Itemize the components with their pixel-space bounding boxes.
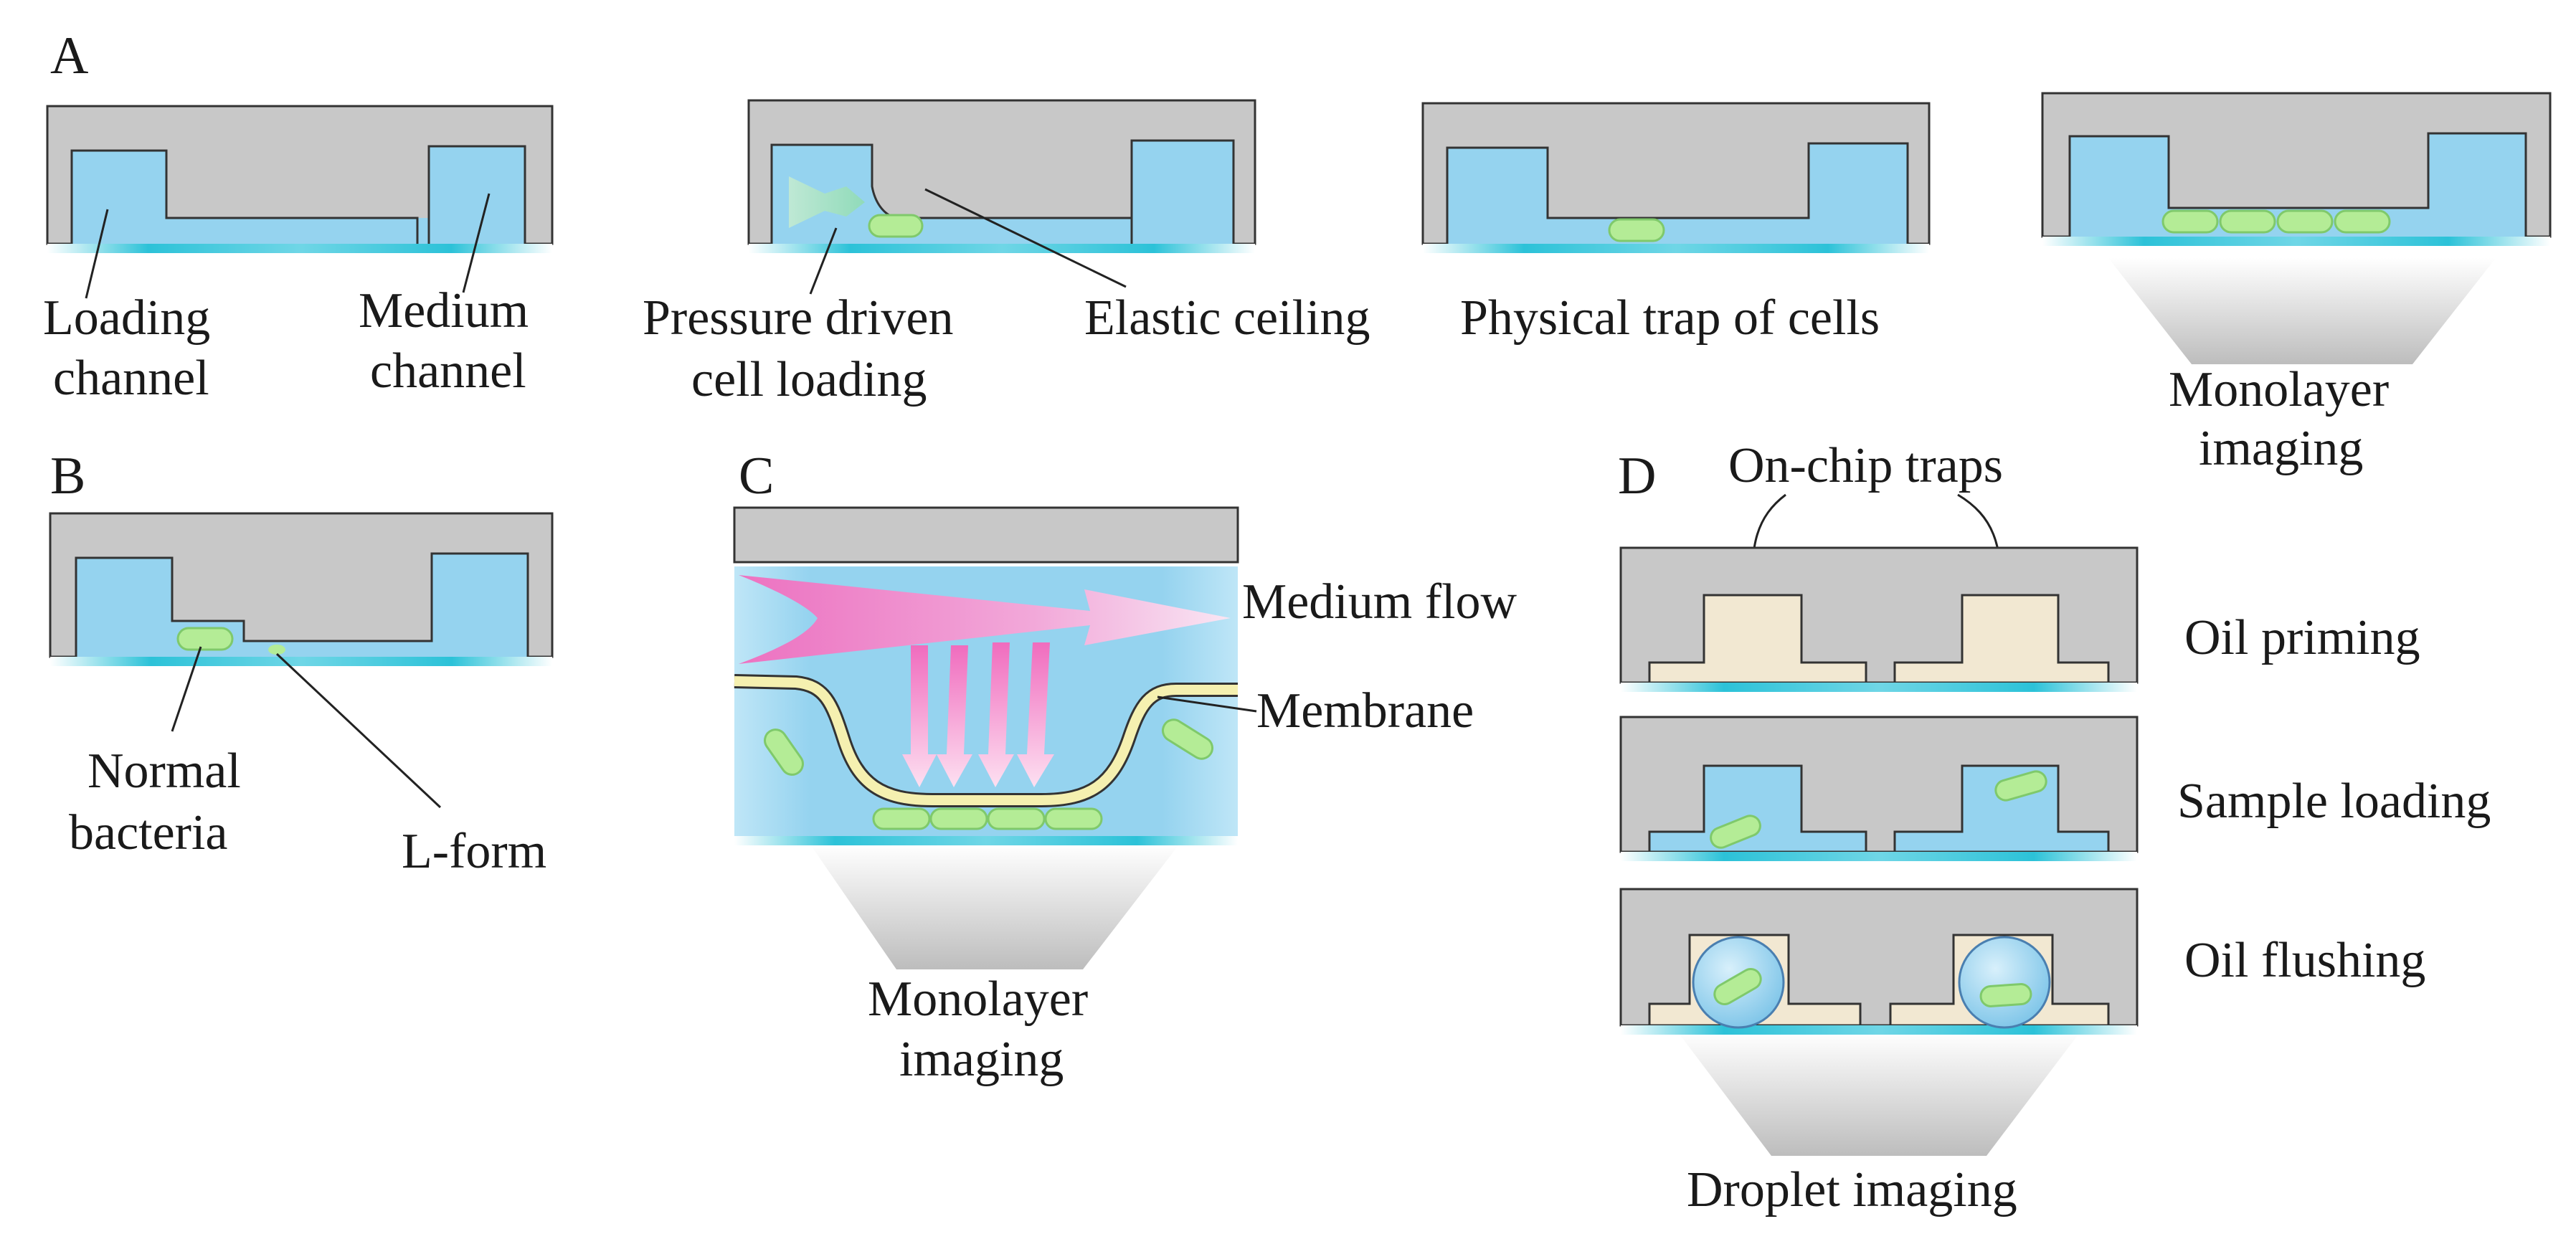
elastic-ceiling-label: Elastic ceiling: [1084, 290, 1370, 346]
monolayer-imaging-c-line2: imaging: [899, 1032, 1064, 1087]
normal-bacteria-label-line1: Normal: [87, 744, 241, 799]
droplet-imaging-label: Droplet imaging: [1687, 1162, 2017, 1217]
panel-a-letter: A: [50, 27, 88, 85]
normal-bacteria-label-line2: bacteria: [69, 805, 227, 860]
panel-c-device: [733, 506, 1257, 969]
physical-trap-label: Physical trap of cells: [1460, 290, 1880, 346]
loading-channel-label-line1: Loading: [43, 290, 210, 346]
sample-loading-label: Sample loading: [2177, 774, 2491, 829]
panel-b-device: [49, 512, 554, 809]
panel-d-sample-loading-device: [1619, 716, 2139, 861]
l-form-label: L-form: [402, 824, 546, 879]
medium-channel-label-line1: Medium: [359, 283, 529, 338]
on-chip-traps-label: On-chip traps: [1728, 438, 2003, 493]
medium-flow-label: Medium flow: [1242, 574, 1517, 630]
oil-flushing-label: Oil flushing: [2184, 933, 2425, 988]
panel-d-oil-priming-device: [1619, 546, 2139, 692]
monolayer-imaging-a-line2: imaging: [2199, 421, 2363, 476]
oil-priming-label: Oil priming: [2184, 610, 2420, 665]
panel-b-letter: B: [50, 447, 85, 505]
panel-a-device-4: [2041, 92, 2552, 364]
pressure-loading-label-line2: cell loading: [691, 352, 927, 407]
panel-c-letter: C: [739, 447, 774, 505]
panel-a-device-2: [747, 99, 1256, 295]
pressure-loading-label-line1: Pressure driven: [643, 290, 954, 346]
panel-d-oil-flushing-device: [1619, 888, 2139, 1156]
monolayer-imaging-c-line1: Monolayer: [868, 972, 1088, 1027]
membrane-label: Membrane: [1256, 683, 1474, 739]
panel-a-device-3: [1421, 102, 1931, 253]
panel-a-device-1: [46, 105, 554, 299]
downward-flow-arrows: [902, 642, 1054, 787]
panel-d-letter: D: [1618, 447, 1656, 505]
loading-channel-label-line2: channel: [53, 351, 209, 406]
monolayer-imaging-a-line1: Monolayer: [2169, 362, 2389, 417]
medium-channel-label-line2: channel: [370, 343, 526, 399]
